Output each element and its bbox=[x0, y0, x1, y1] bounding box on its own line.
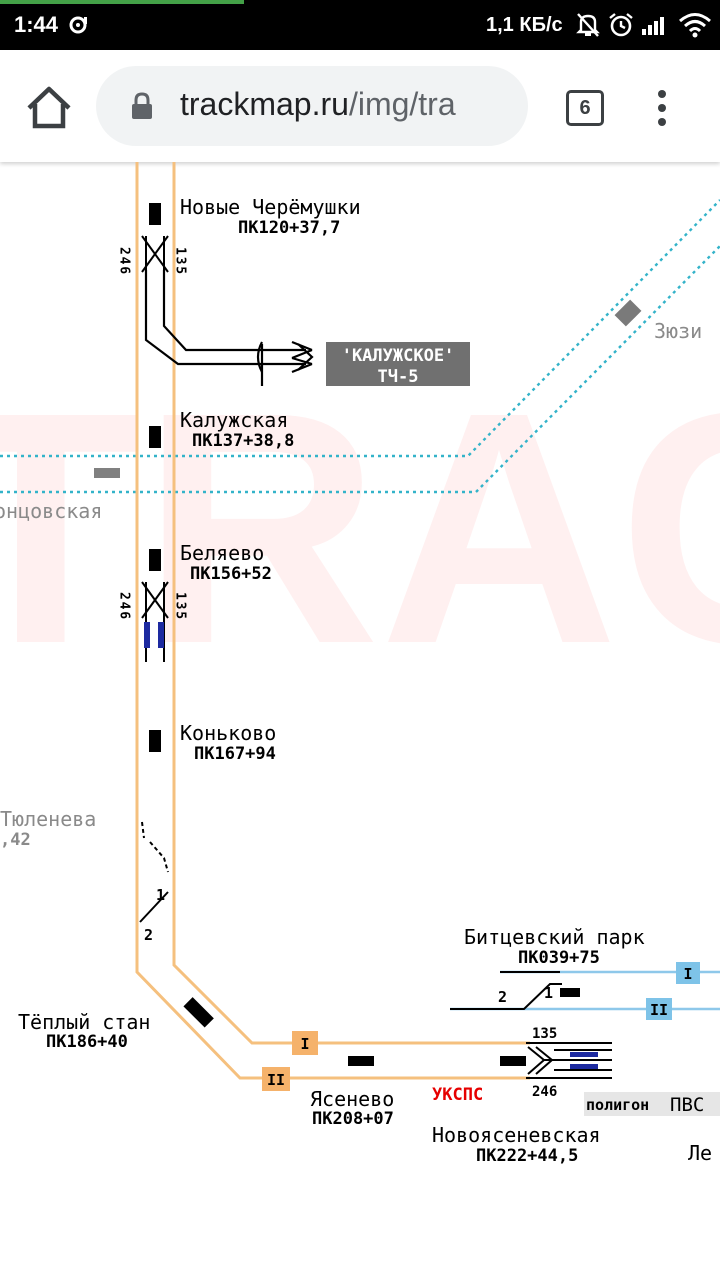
depot-box[interactable] bbox=[326, 342, 470, 386]
track-label-1: I bbox=[300, 1035, 309, 1053]
more-vert-icon[interactable] bbox=[650, 88, 674, 128]
alarm-icon bbox=[609, 13, 633, 37]
platform-marker-novoyasenevskaya bbox=[500, 1056, 526, 1066]
novoyasenevskaya-deadend bbox=[526, 1042, 612, 1079]
switch-2-bitsa: 2 bbox=[498, 988, 507, 1006]
bell-off-icon bbox=[576, 13, 600, 37]
lock-icon[interactable] bbox=[130, 92, 154, 120]
url-domain: trackmap.ru bbox=[180, 86, 349, 122]
polygon-label: полигон bbox=[586, 1096, 649, 1114]
station-marker-kaluzhskaya-line bbox=[94, 468, 120, 478]
switch-1-bitsa: 1 bbox=[544, 984, 553, 1002]
page-load-progress bbox=[0, 0, 244, 4]
station-name-3: Беляево bbox=[180, 541, 264, 565]
bitsa-track-badge-1 bbox=[676, 962, 700, 984]
switch-2-teply: 2 bbox=[144, 926, 153, 944]
url-path: /img/tra bbox=[348, 86, 456, 122]
station-name-6: Ясенево bbox=[310, 1087, 394, 1111]
train-car-1 bbox=[144, 622, 150, 648]
crossover-teply-stan bbox=[139, 821, 169, 923]
track-badge-2 bbox=[262, 1067, 290, 1091]
station-pk-6: ПК208+07 bbox=[312, 1109, 394, 1129]
station-bitsevsky-park[interactable]: Битцевский парк bbox=[464, 925, 645, 949]
home-icon[interactable] bbox=[24, 84, 74, 130]
media-icon bbox=[69, 16, 87, 34]
ukspc-label: УКСПС bbox=[432, 1085, 483, 1105]
platform-marker-teply-stan bbox=[183, 997, 214, 1028]
platform-marker-bitsa bbox=[560, 988, 580, 997]
station-pk-3: ПК156+52 bbox=[190, 564, 272, 584]
url-text[interactable]: trackmap.ru/img/tra bbox=[180, 86, 520, 123]
depot-name: 'КАЛУЖСКОЕ' bbox=[342, 346, 455, 366]
track-badge-1 bbox=[292, 1031, 318, 1055]
address-bar[interactable]: trackmap.ru/img/tra bbox=[96, 66, 528, 146]
tab-count: 6 bbox=[579, 97, 591, 119]
switch-numbers-right-2: 1 3 5 bbox=[173, 592, 188, 618]
station-name-1: Новые Черёмушки bbox=[180, 195, 361, 219]
network-rate: 1,1 КБ/с bbox=[486, 14, 563, 36]
platform-marker-yasenevo bbox=[348, 1056, 374, 1066]
station-name-5: Тёплый стан bbox=[18, 1010, 150, 1034]
depot-branch bbox=[144, 270, 314, 386]
switch-numbers-left-2: 2 4 6 bbox=[117, 592, 132, 619]
switch-numbers-novo-top: 135 bbox=[532, 1026, 557, 1042]
station-name-7: Новоясеневская bbox=[432, 1123, 601, 1147]
switch-1-teply: 1 bbox=[156, 886, 165, 904]
metro-track-map[interactable]: TRACK 'КАЛУЖСКОЕ' ТЧ-5 2 4 6 1 3 5 2 4 6… bbox=[0, 162, 720, 1280]
platform-markers bbox=[149, 203, 161, 752]
station-pk-1: ПК120+37,7 bbox=[238, 218, 340, 238]
wifi-icon bbox=[679, 13, 711, 38]
status-time: 1:44 bbox=[14, 12, 59, 37]
station-pk-4: ПК167+94 bbox=[194, 744, 276, 764]
polygon-label-bg bbox=[584, 1092, 720, 1116]
watermark: TRACK bbox=[0, 343, 720, 712]
status-bar: 1:44 1,1 КБ/с bbox=[0, 0, 720, 50]
switch-numbers-right-1: 1 3 5 bbox=[173, 247, 188, 273]
station-name-2: Калужская bbox=[180, 408, 288, 432]
bitsa-track-label-2: II bbox=[650, 1001, 668, 1019]
station-tyuleneva[interactable]: Тюленева bbox=[0, 807, 96, 831]
station-tyuleneva-pk: ,42 bbox=[0, 830, 31, 850]
pvs-label: ПВС bbox=[670, 1094, 704, 1116]
novo-train-2 bbox=[570, 1064, 598, 1069]
station-bitsevsky-park-pk: ПК039+75 bbox=[518, 948, 600, 968]
switch-numbers-left-1: 2 4 6 bbox=[117, 247, 132, 274]
station-marker-zyuzino bbox=[614, 299, 642, 327]
switch-group-cheryomushki bbox=[141, 235, 169, 273]
tabs-icon[interactable]: 6 bbox=[566, 90, 604, 126]
browser-toolbar: trackmap.ru/img/tra 6 bbox=[0, 50, 720, 162]
station-pk-5: ПК186+40 bbox=[46, 1032, 128, 1052]
station-pk-2: ПК137+38,8 bbox=[192, 431, 294, 451]
bitsa-track-badge-2 bbox=[646, 998, 672, 1020]
track-label-2: II bbox=[267, 1071, 285, 1089]
novo-train-1 bbox=[570, 1052, 598, 1057]
bitsa-track-label-1: I bbox=[683, 965, 692, 983]
station-pk-7: ПК222+44,5 bbox=[476, 1146, 578, 1166]
depot-code: ТЧ-5 bbox=[378, 367, 419, 387]
switch-numbers-novo-bottom: 246 bbox=[532, 1084, 557, 1100]
station-name-4: Коньково bbox=[180, 721, 276, 745]
main-line-tracks bbox=[135, 162, 530, 1080]
train-car-2 bbox=[158, 622, 164, 648]
station-zyuzino[interactable]: Зюзи bbox=[654, 319, 702, 343]
station-labels[interactable]: Новые Черёмушки ПК120+37,7 Калужская ПК1… bbox=[18, 195, 601, 1166]
dotted-crossing-lines bbox=[0, 199, 720, 494]
station-kaluzhskaya-line[interactable]: онцовская bbox=[0, 499, 102, 523]
station-le-partial[interactable]: Ле bbox=[688, 1141, 712, 1165]
signal-icon bbox=[642, 17, 664, 35]
bitsa-switch bbox=[450, 971, 562, 1010]
